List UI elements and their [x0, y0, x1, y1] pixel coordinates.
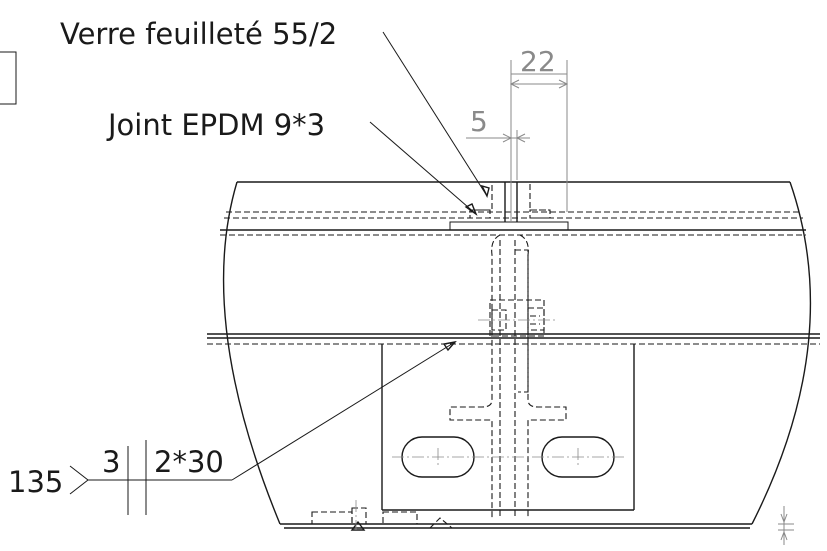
bolt-assembly: [478, 299, 558, 337]
weld-size: 3: [102, 445, 120, 479]
dimension-5: 5: [466, 105, 530, 180]
upper-band: [220, 211, 806, 236]
base-plate: [381, 344, 635, 511]
dimension-22-label: 22: [520, 45, 556, 78]
dimension-22: 22: [509, 45, 569, 222]
thickness-dimension: [778, 506, 794, 545]
weld-length-spec: 2*30: [154, 445, 224, 479]
middle-band: [207, 333, 820, 345]
vertical-web: [449, 234, 567, 518]
glass-leader: Verre feuilleté 55/2: [60, 17, 490, 199]
gasket-leader: Joint EPDM 9*3: [106, 108, 478, 216]
dimension-5-label: 5: [470, 105, 488, 138]
gasket-annotation: Joint EPDM 9*3: [106, 108, 325, 142]
weld-symbol: 135 3 2*30: [8, 340, 457, 515]
view-frame-fragment: [0, 51, 17, 105]
weld-process-number: 135: [8, 465, 63, 499]
bottom-fixings: [284, 500, 750, 531]
slotted-holes: [392, 436, 624, 478]
glazing-profile: [449, 182, 569, 231]
section-outline: [222, 181, 812, 525]
glass-annotation: Verre feuilleté 55/2: [60, 17, 337, 51]
